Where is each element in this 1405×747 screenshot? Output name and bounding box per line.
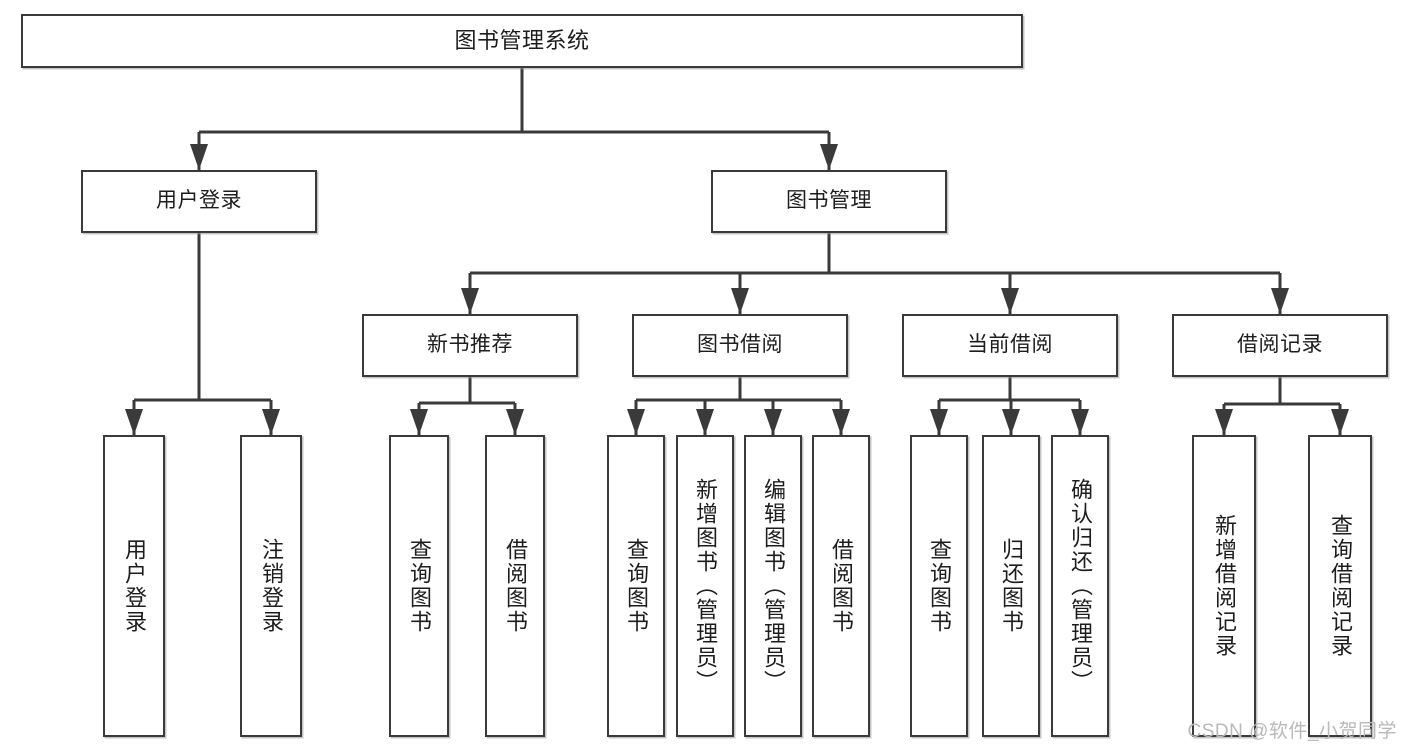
node-leaf-add-rec[interactable]: 新增借阅记录 <box>1192 435 1256 737</box>
arrowhead <box>627 409 645 435</box>
node-label: 新增图书（管理员） <box>692 478 718 694</box>
node-new-book-rec[interactable]: 新书推荐 <box>362 314 578 377</box>
arrowhead <box>820 144 838 170</box>
node-leaf-confirm[interactable]: 确认归还（管理员） <box>1051 435 1109 737</box>
arrowhead <box>262 409 280 435</box>
node-label: 查询图书 <box>926 538 952 634</box>
node-root[interactable]: 图书管理系统 <box>21 14 1023 68</box>
arrowhead <box>1271 288 1289 314</box>
node-label: 新书推荐 <box>427 333 513 357</box>
node-borrow-record[interactable]: 借阅记录 <box>1172 314 1388 377</box>
node-label: 借阅记录 <box>1237 333 1323 357</box>
node-leaf-borrow-1[interactable]: 借阅图书 <box>485 435 545 737</box>
node-book-manage[interactable]: 图书管理 <box>711 170 947 233</box>
node-leaf-add-book[interactable]: 新增图书（管理员） <box>676 435 734 737</box>
arrowhead <box>190 144 208 170</box>
arrowhead <box>731 288 749 314</box>
node-book-borrow[interactable]: 图书借阅 <box>632 314 848 377</box>
node-label: 新增借阅记录 <box>1211 514 1237 658</box>
arrowhead <box>461 288 479 314</box>
arrowhead <box>1002 409 1020 435</box>
node-label: 归还图书 <box>998 538 1024 634</box>
arrowhead <box>696 409 714 435</box>
node-user-login[interactable]: 用户登录 <box>81 170 317 233</box>
node-label: 确认归还（管理员） <box>1067 478 1093 694</box>
node-leaf-query-3[interactable]: 查询图书 <box>910 435 968 737</box>
node-label: 查询图书 <box>623 538 649 634</box>
node-label: 借阅图书 <box>502 538 528 634</box>
arrowhead <box>832 409 850 435</box>
node-label: 图书管理 <box>786 189 872 213</box>
arrowhead <box>506 409 524 435</box>
node-label: 图书借阅 <box>697 333 783 357</box>
node-label: 当前借阅 <box>967 333 1053 357</box>
node-leaf-return[interactable]: 归还图书 <box>982 435 1040 737</box>
node-label: 查询图书 <box>406 538 432 634</box>
node-leaf-edit-book[interactable]: 编辑图书（管理员） <box>744 435 802 737</box>
arrowhead <box>410 409 428 435</box>
node-leaf-query-rec[interactable]: 查询借阅记录 <box>1308 435 1372 737</box>
arrowhead <box>1071 409 1089 435</box>
arrowhead <box>1001 288 1019 314</box>
node-leaf-query-1[interactable]: 查询图书 <box>389 435 449 737</box>
node-label: 注销登录 <box>258 538 284 634</box>
node-label: 用户登录 <box>156 189 242 213</box>
node-label: 借阅图书 <box>828 538 854 634</box>
node-label: 编辑图书（管理员） <box>760 478 786 694</box>
node-leaf-logout[interactable]: 注销登录 <box>240 435 302 737</box>
arrowhead <box>930 409 948 435</box>
node-label: 用户登录 <box>121 538 147 634</box>
node-label: 图书管理系统 <box>454 27 590 53</box>
arrowhead <box>125 409 143 435</box>
node-leaf-user-login[interactable]: 用户登录 <box>103 435 165 737</box>
arrowhead <box>1331 409 1349 435</box>
node-current-borrow[interactable]: 当前借阅 <box>902 314 1118 377</box>
arrowhead <box>764 409 782 435</box>
arrowhead <box>1215 409 1233 435</box>
node-leaf-borrow-2[interactable]: 借阅图书 <box>812 435 870 737</box>
node-label: 查询借阅记录 <box>1327 514 1353 658</box>
node-leaf-query-2[interactable]: 查询图书 <box>607 435 665 737</box>
